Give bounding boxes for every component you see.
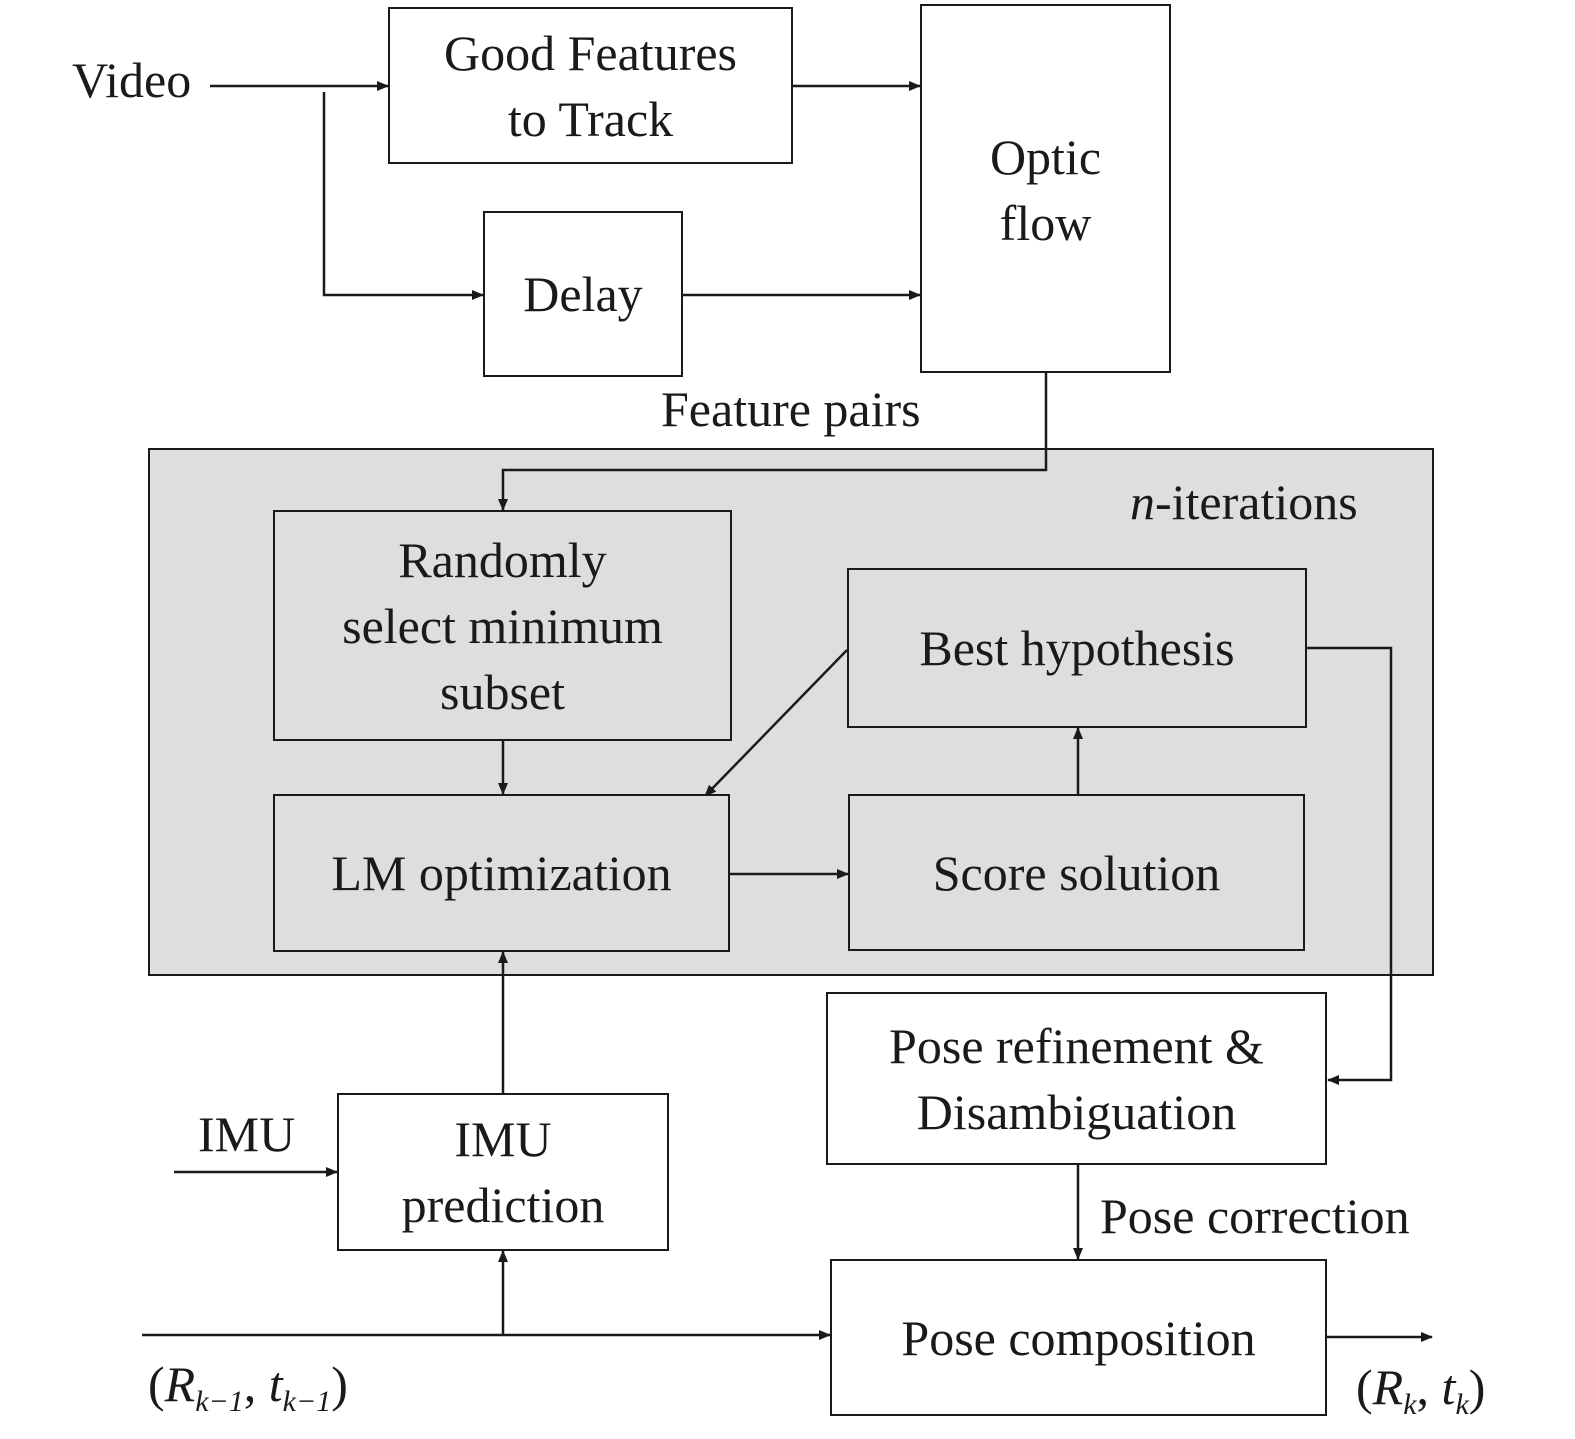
previous-pose-label: (Rk−1, tk−1) <box>148 1354 348 1432</box>
n-symbol: n <box>1130 474 1155 530</box>
delay-block: Delay <box>483 211 683 377</box>
pose-correction-label: Pose correction <box>1100 1188 1410 1244</box>
pose-refinement-block: Pose refinement & Disambiguation <box>826 992 1327 1165</box>
n-iterations-label: n-iterations <box>1130 472 1358 532</box>
arrow-video-to-delay <box>322 92 484 300</box>
out-pose-separator: , <box>1416 1359 1442 1415</box>
score-solution-block: Score solution <box>848 794 1305 951</box>
lm-optimization-block: LM optimization <box>273 794 730 952</box>
imu-input-label: IMU <box>198 1106 296 1162</box>
arrow-best-to-lm <box>704 649 848 797</box>
out-pose-t: t <box>1441 1359 1456 1415</box>
video-input-label: Video <box>72 52 192 108</box>
prev-pose-open: ( <box>148 1356 165 1412</box>
prev-pose-t-subscript: k−1 <box>282 1385 332 1418</box>
optic-flow-block: Optic flow <box>920 4 1171 373</box>
prev-pose-close: ) <box>331 1356 348 1412</box>
prev-pose-R: R <box>164 1356 196 1412</box>
feature-pairs-label: Feature pairs <box>661 381 921 437</box>
iterations-text: -iterations <box>1155 474 1358 530</box>
prev-pose-R-subscript: k−1 <box>195 1385 244 1418</box>
arrow-feature-pairs <box>498 372 1048 511</box>
out-pose-R-subscript: k <box>1403 1388 1417 1421</box>
best-hypothesis-block: Best hypothesis <box>847 568 1307 728</box>
prev-pose-t: t <box>268 1356 283 1412</box>
out-pose-R: R <box>1372 1359 1404 1415</box>
good-features-block: Good Features to Track <box>388 7 793 164</box>
out-pose-close: ) <box>1468 1359 1486 1415</box>
random-select-block: Randomly select minimum subset <box>273 510 732 741</box>
out-pose-open: ( <box>1356 1359 1373 1415</box>
pose-composition-block: Pose composition <box>830 1259 1327 1416</box>
output-pose-label: (Rk, tk) <box>1356 1357 1485 1435</box>
out-pose-t-subscript: k <box>1455 1388 1469 1421</box>
prev-pose-separator: , <box>243 1356 269 1412</box>
arrow-best-to-refinement <box>1306 646 1393 1085</box>
imu-prediction-block: IMU prediction <box>337 1093 669 1251</box>
